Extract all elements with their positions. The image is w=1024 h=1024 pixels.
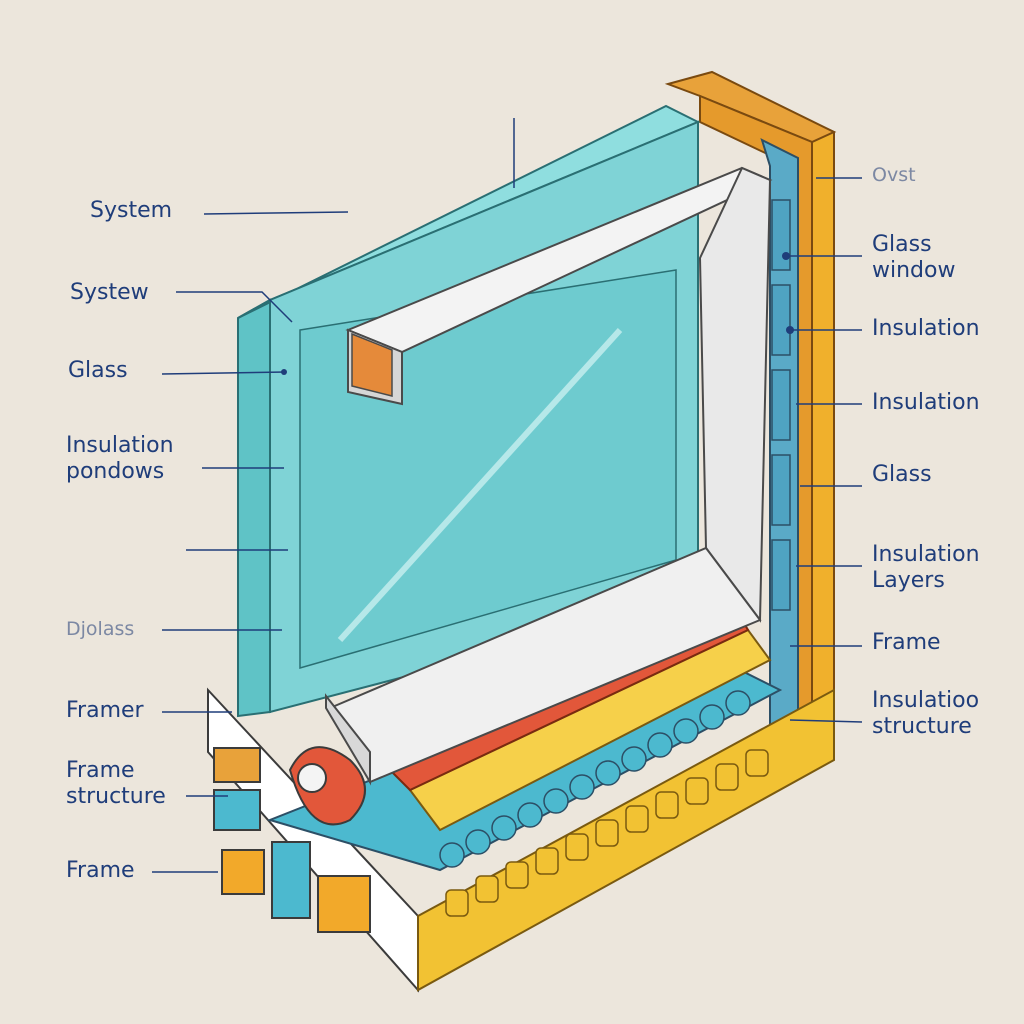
label-insulation-2: Insulation bbox=[872, 390, 980, 416]
label-glass-right: Glass bbox=[872, 462, 932, 488]
label-djolass: Djolass bbox=[66, 616, 134, 642]
label-djolass-line: Djolass bbox=[66, 618, 135, 640]
sash-bottom-face bbox=[325, 693, 371, 786]
leader-system-2 bbox=[176, 291, 293, 323]
glass-glare bbox=[337, 327, 623, 643]
label-frame-structure-left-line: Frame bbox=[66, 758, 135, 783]
label-system-2: Systew bbox=[70, 280, 149, 306]
label-insulation-pondows-line: Insulation bbox=[66, 433, 174, 458]
label-glass-window-line: window bbox=[872, 258, 956, 283]
sash-right bbox=[698, 166, 772, 623]
label-insulation-1-line: Insulation bbox=[872, 316, 980, 341]
leader-insulation-structure bbox=[789, 719, 863, 723]
label-insulation-layers-line: Layers bbox=[872, 568, 945, 593]
label-ovst: Ovst bbox=[872, 162, 916, 188]
label-frame-right-line: Frame bbox=[872, 630, 941, 655]
label-frame-left-line: Frame bbox=[66, 858, 135, 883]
label-framer: Framer bbox=[66, 698, 144, 724]
label-insulation-2-line: Insulation bbox=[872, 390, 980, 415]
label-glass-left-line: Glass bbox=[68, 358, 128, 383]
insulation-foam-yellow bbox=[445, 749, 769, 917]
insulation-blocks-side bbox=[771, 199, 791, 611]
label-insulation-layers-line: Insulation bbox=[872, 542, 980, 567]
label-frame-right: Frame bbox=[872, 630, 941, 656]
leader-system-1 bbox=[203, 211, 349, 215]
label-system-1-line: System bbox=[90, 198, 173, 223]
leader-glass-left bbox=[161, 371, 287, 375]
label-insulation-pondows-line: pondows bbox=[66, 459, 165, 484]
label-system-1: System bbox=[90, 198, 172, 224]
label-glass-left: Glass bbox=[68, 358, 128, 384]
label-glass-right-line: Glass bbox=[872, 462, 932, 487]
label-frame-left: Frame bbox=[66, 858, 135, 884]
label-insulation-structure-line: Insulatioo bbox=[872, 688, 980, 713]
label-glass-window-line: Glass bbox=[872, 232, 932, 257]
label-insulation-structure-line: structure bbox=[872, 714, 972, 739]
label-ovst-line: Ovst bbox=[872, 164, 916, 186]
insulation-beads bbox=[439, 690, 751, 868]
sash-top-cut bbox=[351, 332, 393, 397]
label-frame-structure-left-line: structure bbox=[66, 784, 166, 809]
label-insulation-1: Insulation bbox=[872, 316, 980, 342]
label-system-2-line: Systew bbox=[70, 280, 149, 305]
outer-frame-top bbox=[664, 70, 837, 144]
label-framer-line: Framer bbox=[66, 698, 144, 723]
frame-chambers bbox=[213, 746, 371, 933]
